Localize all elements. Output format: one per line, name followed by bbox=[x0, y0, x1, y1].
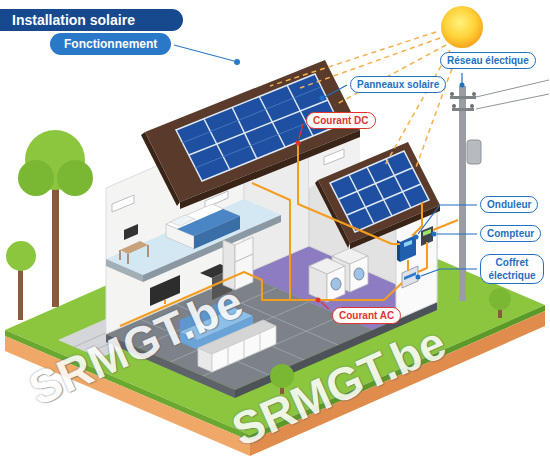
pole-crossbar bbox=[452, 108, 474, 111]
leader-dot bbox=[414, 235, 419, 240]
tree-crown bbox=[18, 160, 54, 196]
tree-trunk bbox=[52, 185, 59, 307]
callout-text: Courant AC bbox=[339, 309, 394, 322]
callout-pill: Courant DC bbox=[306, 112, 376, 129]
kitchen-island-front bbox=[212, 326, 276, 372]
leader-line bbox=[321, 302, 329, 309]
leader-line bbox=[418, 205, 477, 234]
leader-line bbox=[421, 269, 477, 276]
upper-floor bbox=[106, 199, 281, 275]
insulator bbox=[470, 104, 474, 108]
leader-dot bbox=[432, 232, 437, 237]
sun bbox=[441, 6, 483, 48]
air-conditioner bbox=[112, 195, 134, 212]
leader-line bbox=[461, 73, 462, 83]
washer-front bbox=[350, 256, 368, 292]
callout-text: Compteur bbox=[487, 227, 534, 240]
washer-door bbox=[354, 268, 364, 280]
leader-line bbox=[174, 45, 234, 61]
dryer-front bbox=[327, 266, 345, 302]
fridge-door bbox=[235, 254, 253, 262]
fridge bbox=[235, 237, 253, 290]
leader-dot bbox=[416, 275, 421, 280]
inverter bbox=[400, 235, 416, 262]
pole-crossbar bbox=[450, 96, 476, 99]
solar-panel-grid bbox=[189, 85, 328, 170]
inverter-display bbox=[404, 240, 412, 247]
callout-pill: Onduleur bbox=[480, 196, 538, 213]
monitor bbox=[124, 224, 138, 240]
dc-wire bbox=[298, 143, 422, 244]
meter-display bbox=[423, 229, 431, 236]
insulator bbox=[472, 92, 476, 96]
watermark: SRMGT.be bbox=[225, 319, 452, 454]
callout-pill: Coffret électrique bbox=[480, 254, 544, 284]
tree-crown bbox=[489, 288, 511, 310]
leader-line bbox=[299, 124, 303, 139]
breaker-row bbox=[404, 272, 416, 280]
upper-floor-edge bbox=[106, 259, 143, 282]
callout-text: Panneaux solaire bbox=[357, 78, 439, 91]
callout-pill: Panneaux solaire bbox=[350, 76, 446, 93]
callout-text: Courant DC bbox=[313, 114, 369, 127]
leader-line bbox=[437, 233, 477, 234]
air-conditioner bbox=[324, 149, 344, 165]
desk-legs bbox=[120, 245, 148, 264]
power-line bbox=[476, 80, 549, 109]
insulator bbox=[450, 92, 454, 96]
cabinet-lines bbox=[228, 333, 260, 365]
dryer-door bbox=[331, 278, 341, 290]
leader-dot bbox=[296, 141, 301, 146]
transformer bbox=[467, 140, 481, 164]
leader-dot bbox=[234, 59, 240, 65]
title-pill: Installation solaire bbox=[0, 9, 183, 31]
leader-line bbox=[325, 85, 347, 97]
callout-pill: Réseau électique bbox=[440, 52, 536, 69]
leader-dot bbox=[320, 96, 325, 101]
insulator bbox=[452, 104, 456, 108]
solar-panel-grid bbox=[339, 159, 421, 224]
leader-dot bbox=[316, 298, 321, 303]
desk bbox=[120, 241, 148, 254]
callout-pill: Courant AC bbox=[332, 307, 401, 324]
watermark: SRMGT.be bbox=[22, 278, 249, 413]
tree-crown bbox=[57, 160, 93, 196]
leader-dot bbox=[460, 83, 465, 88]
callout-text: Réseau électique bbox=[447, 54, 529, 67]
callout-pill: Compteur bbox=[480, 225, 541, 242]
roof bbox=[318, 142, 440, 243]
solar-panel-array bbox=[330, 151, 429, 232]
tree-crown bbox=[6, 241, 36, 271]
callout-text: Onduleur bbox=[487, 198, 531, 211]
subtitle-pill: Fonctionnement bbox=[50, 33, 171, 55]
callout-text: Coffret électrique bbox=[487, 256, 537, 282]
